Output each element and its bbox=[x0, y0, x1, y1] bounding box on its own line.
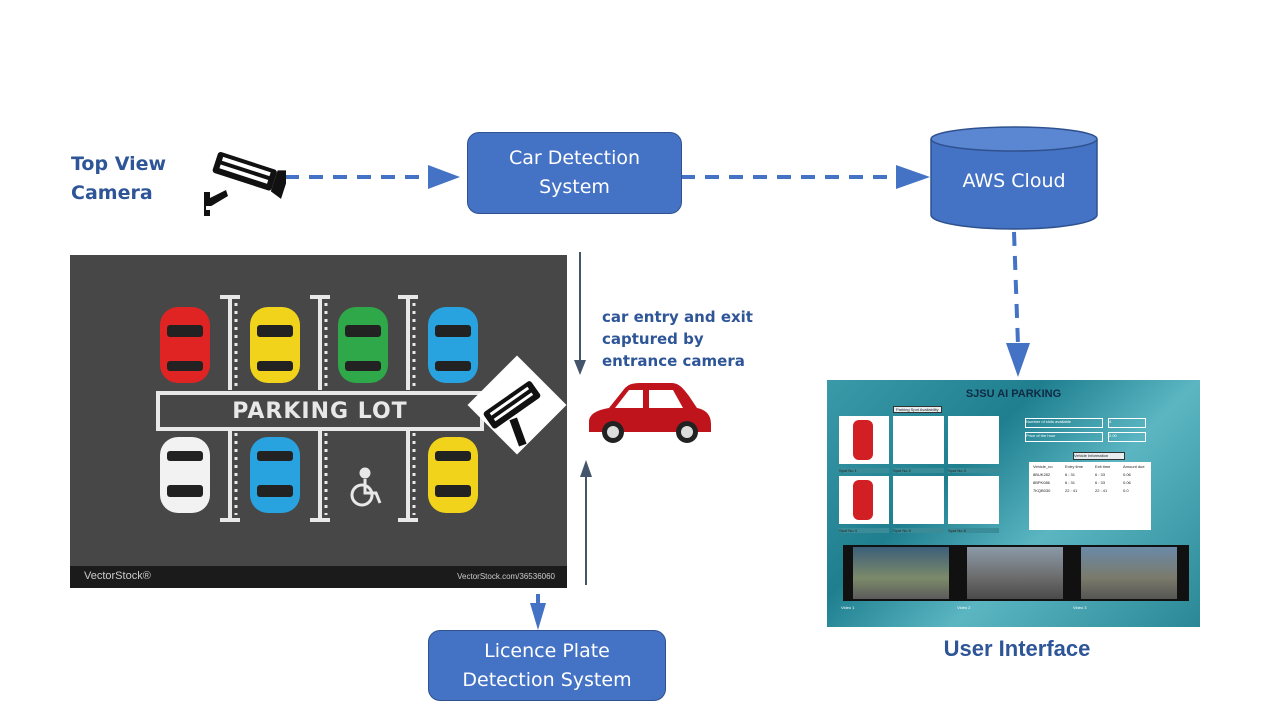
ui-cell: 6 : 31 bbox=[1065, 472, 1076, 477]
car-blue-bottom bbox=[250, 437, 300, 513]
ui-video-2 bbox=[967, 547, 1063, 599]
ui-th-vehicle: Vehicle_no bbox=[1033, 464, 1053, 469]
ui-vehicle-table: Vehicle_no Entry time Exit time Amount d… bbox=[1029, 462, 1151, 530]
arrow-up-thin bbox=[580, 460, 592, 585]
parking-lot-banner: PARKING LOT bbox=[156, 391, 484, 431]
ui-spot-label-2: Spot No 2 bbox=[893, 468, 944, 473]
ui-cell: 0.06 bbox=[1123, 472, 1131, 477]
ui-video-label-2: Video 2 bbox=[957, 605, 971, 610]
ui-cell: 8BUK282 bbox=[1033, 472, 1051, 477]
ui-spot-tile-1 bbox=[839, 416, 889, 464]
parking-lines bbox=[160, 295, 478, 522]
arrow-cloud-to-ui bbox=[1006, 231, 1030, 377]
arrow-down-thin bbox=[574, 252, 586, 375]
aws-cloud-label: AWS Cloud bbox=[962, 170, 1066, 192]
ui-title: SJSU AI PARKING bbox=[965, 388, 1062, 400]
ui-video-label-1: Video 1 bbox=[841, 605, 855, 610]
ui-spot-tile-5 bbox=[893, 476, 944, 524]
ui-cell: 0.06 bbox=[1123, 480, 1131, 485]
ui-cell: 22 : 41 bbox=[1095, 488, 1108, 493]
car-red bbox=[160, 307, 210, 383]
user-interface-label: User Interface bbox=[943, 636, 1091, 661]
user-interface-screenshot: SJSU AI PARKING Parking Spot Availabilit… bbox=[827, 380, 1200, 627]
red-car-icon bbox=[589, 383, 711, 443]
ui-cell: 22 : 41 bbox=[1065, 488, 1078, 493]
ui-th-amount: Amount due bbox=[1123, 464, 1145, 469]
ui-video-1 bbox=[853, 547, 949, 599]
ui-spot-label-5: Spot No 5 bbox=[893, 528, 944, 533]
ui-video-strip bbox=[843, 545, 1189, 601]
brand-right: VectorStock.com/36536060 bbox=[457, 572, 555, 581]
ui-availability-title: Parking Spot Availability bbox=[893, 406, 942, 413]
ui-spot-label-4: Spot No 4 bbox=[839, 528, 889, 533]
ui-spot-tile-2 bbox=[893, 416, 944, 464]
brand-left: VectorStock® bbox=[84, 570, 151, 582]
ui-cell: 0.0 bbox=[1123, 488, 1129, 493]
car-detection-system-box[interactable]: Car Detection System bbox=[467, 132, 682, 214]
ui-price-label: Price of the hour bbox=[1025, 432, 1103, 442]
ui-spot-tile-4 bbox=[839, 476, 889, 524]
car-green bbox=[338, 307, 388, 383]
ui-video-3 bbox=[1081, 547, 1177, 599]
ui-slots-label: Number of slots available bbox=[1025, 418, 1103, 428]
licence-plate-detection-box[interactable]: Licence Plate Detection System bbox=[428, 630, 666, 701]
ui-spot-label-6: Spot No 6 bbox=[948, 528, 999, 533]
accessible-parking-icon bbox=[350, 467, 382, 507]
cctv-camera-icon bbox=[204, 152, 286, 216]
ui-slots-value: 4 bbox=[1108, 418, 1146, 428]
aws-cloud-cylinder bbox=[930, 126, 1098, 230]
ui-spot-tile-3 bbox=[948, 416, 999, 464]
car-white bbox=[160, 437, 210, 513]
arrow-detection-to-cloud bbox=[681, 165, 930, 189]
entry-exit-note: car entry and exit captured by entrance … bbox=[602, 308, 753, 370]
ui-th-entry: Entry time bbox=[1065, 464, 1084, 469]
ui-spot-tile-6 bbox=[948, 476, 999, 524]
ui-th-exit: Exit time bbox=[1095, 464, 1111, 469]
car-yellow-bottom bbox=[428, 437, 478, 513]
ui-cell: 6 : 33 bbox=[1095, 472, 1106, 477]
car-yellow bbox=[250, 307, 300, 383]
top-view-camera-label: Top View Camera bbox=[71, 153, 167, 204]
ui-spot-label-1: Spot No 1 bbox=[839, 468, 889, 473]
ui-cell: 6 : 33 bbox=[1095, 480, 1106, 485]
car-blue-top bbox=[428, 307, 478, 383]
ui-video-label-3: Video 3 bbox=[1073, 605, 1087, 610]
entrance-camera-icon bbox=[467, 355, 567, 455]
ui-cell: 7KQB030 bbox=[1033, 488, 1051, 493]
ui-price-value: 2.00 bbox=[1108, 432, 1146, 442]
ui-spot-label-3: Spot No 3 bbox=[948, 468, 999, 473]
ui-cell: 6 : 31 bbox=[1065, 480, 1076, 485]
parking-lot-footer: VectorStock® VectorStock.com/36536060 bbox=[70, 566, 567, 588]
ui-cell: 8BPK086 bbox=[1033, 480, 1050, 485]
arrow-camera-to-detection bbox=[285, 165, 460, 189]
ui-vehicle-title: Vehicle Information bbox=[1073, 452, 1125, 460]
